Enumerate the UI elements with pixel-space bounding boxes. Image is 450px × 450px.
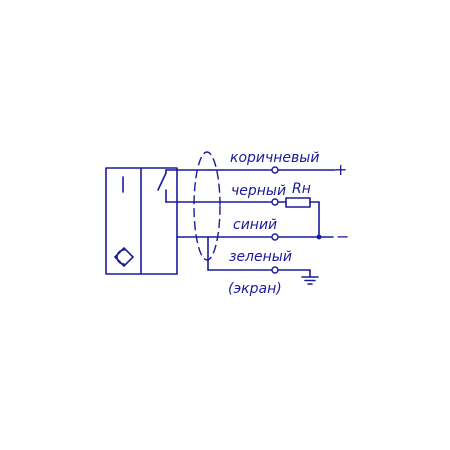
blue-terminal — [271, 233, 279, 241]
brown-terminal — [271, 166, 279, 174]
label-black: черный — [231, 183, 286, 199]
sensing-face-icon — [114, 247, 134, 267]
terminal-negative: − — [336, 227, 349, 246]
label-green: зеленый — [229, 249, 292, 265]
black-terminal — [271, 198, 279, 206]
label-brown: коричневый — [230, 150, 319, 166]
sensor-body — [105, 167, 178, 275]
green-terminal — [271, 266, 279, 274]
label-load-resistor: Rн — [292, 181, 311, 197]
terminal-positive: + — [334, 160, 347, 179]
label-blue: синий — [233, 217, 277, 233]
wire-green — [207, 236, 319, 285]
wire-black — [165, 197, 320, 238]
label-shield: (экран) — [228, 281, 282, 297]
output-switch-icon — [157, 169, 211, 203]
cable-shield-ellipse — [193, 151, 221, 261]
wire-blue — [176, 233, 334, 241]
wire-brown — [209, 166, 336, 174]
ground-icon — [301, 269, 319, 285]
load-resistor-icon — [285, 197, 311, 208]
junction-dot — [316, 234, 322, 240]
